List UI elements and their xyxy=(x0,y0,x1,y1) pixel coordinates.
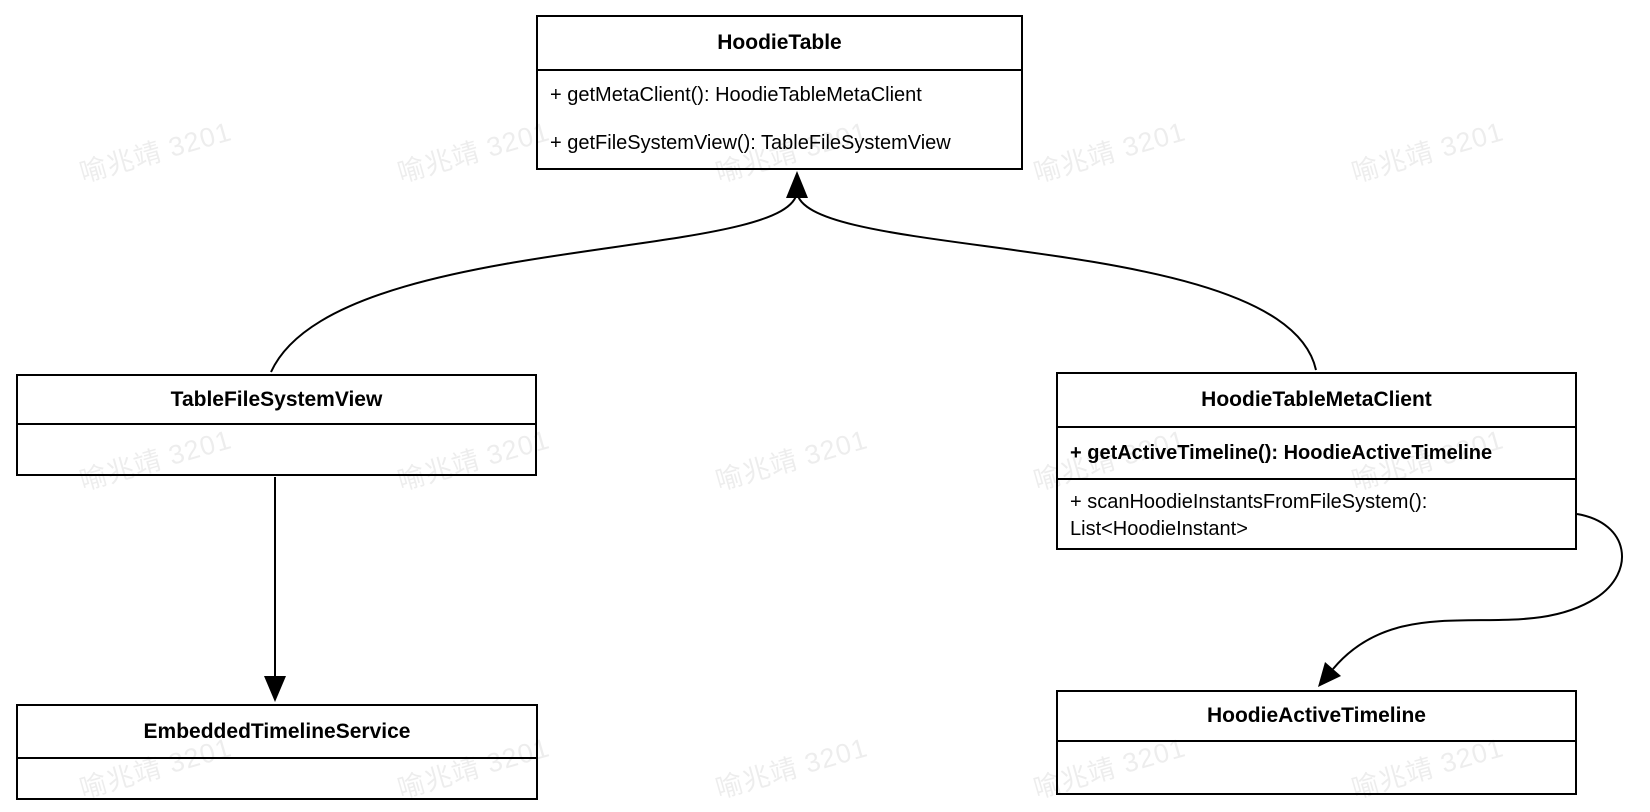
method-getfilesystemview: + getFileSystemView(): TableFileSystemVi… xyxy=(550,132,951,155)
class-tablefilesystemview-title: TableFileSystemView xyxy=(18,376,535,425)
arrowhead-to-embeddedtimelineservice xyxy=(264,676,286,702)
class-hoodieactivetimeline: HoodieActiveTimeline xyxy=(1056,690,1577,795)
method-getmetaclient: + getMetaClient(): HoodieTableMetaClient xyxy=(550,83,922,106)
arrowhead-to-hoodietable xyxy=(786,171,808,198)
class-embeddedtimelineservice-title: EmbeddedTimelineService xyxy=(18,706,536,759)
empty-compartment xyxy=(1058,742,1575,793)
class-hoodietable: HoodieTable + getMetaClient(): HoodieTab… xyxy=(536,15,1023,170)
watermark-text: 喻兆靖 3201 xyxy=(1030,116,1190,189)
edge-hoodietablemetaclient-to-hoodietable xyxy=(796,191,1317,371)
class-hoodietable-title: HoodieTable xyxy=(538,17,1021,71)
watermark-text: 喻兆靖 3201 xyxy=(1348,116,1508,189)
empty-compartment xyxy=(18,425,535,474)
watermark-text: 喻兆靖 3201 xyxy=(712,732,872,805)
class-hoodietablemetaclient-title: HoodieTableMetaClient xyxy=(1058,374,1575,428)
class-embeddedtimelineservice: EmbeddedTimelineService xyxy=(16,704,538,800)
arrowhead-to-hoodieactivetimeline xyxy=(1318,662,1341,687)
method-scanhoodieinstants: + scanHoodieInstantsFromFileSystem(): Li… xyxy=(1070,491,1428,540)
watermark-text: 喻兆靖 3201 xyxy=(712,424,872,497)
class-hoodieactivetimeline-title: HoodieActiveTimeline xyxy=(1058,692,1575,742)
class-tablefilesystemview: TableFileSystemView xyxy=(16,374,537,476)
watermark-text: 喻兆靖 3201 xyxy=(76,116,236,189)
edge-tablefilesystemview-to-hoodietable xyxy=(270,191,798,373)
method-getactivetimeline: + getActiveTimeline(): HoodieActiveTimel… xyxy=(1070,441,1493,464)
empty-compartment xyxy=(18,759,536,798)
class-hoodietablemetaclient: HoodieTableMetaClient + getActiveTimelin… xyxy=(1056,372,1577,550)
watermark-text: 喻兆靖 3201 xyxy=(394,116,554,189)
